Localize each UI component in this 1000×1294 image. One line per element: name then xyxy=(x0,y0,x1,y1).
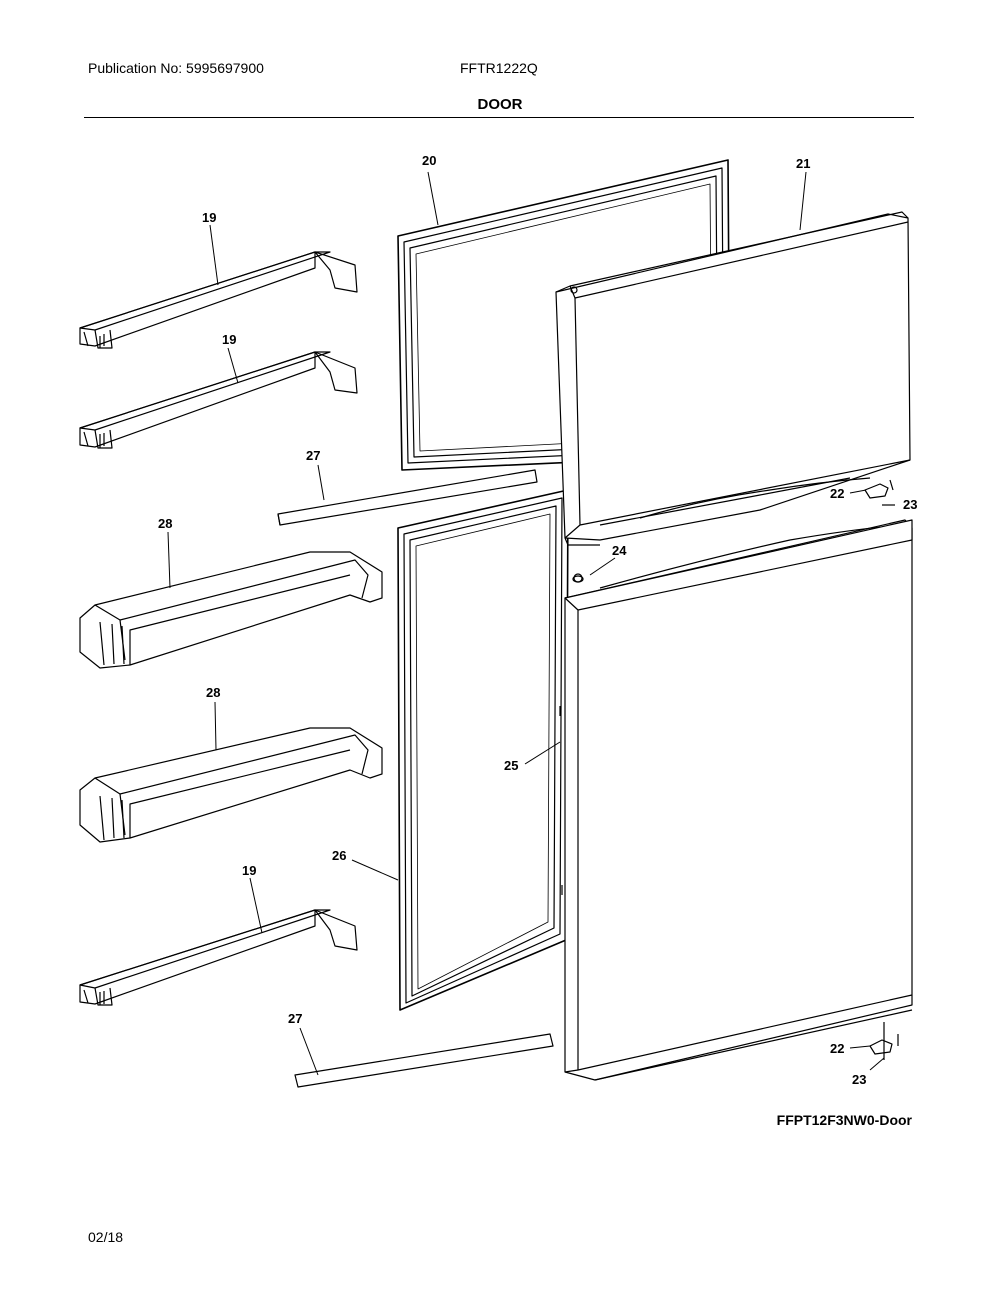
section-title: DOOR xyxy=(477,96,523,113)
door-shelf-19-middle xyxy=(79,351,358,449)
plug-24 xyxy=(572,575,584,583)
callout-22-bottom: 22 xyxy=(830,1041,844,1056)
callout-28-bottom: 28 xyxy=(206,685,220,700)
leader-lines xyxy=(167,171,885,1076)
middle-hinge-22 xyxy=(864,479,895,506)
revision-date: 02/18 xyxy=(88,1229,124,1245)
fresh-food-door-25 xyxy=(559,519,913,1081)
header-rule xyxy=(84,117,914,118)
callout-19-middle: 19 xyxy=(222,332,236,347)
callout-27-bottom: 27 xyxy=(288,1011,302,1026)
callout-22-middle: 22 xyxy=(830,486,844,501)
figure-id: FFPT12F3NW0-Door xyxy=(776,1112,912,1128)
callout-26: 26 xyxy=(332,848,346,863)
shelf-rail-27-bottom xyxy=(294,1033,554,1088)
shelf-rail-27-top xyxy=(277,469,538,526)
callout-19-bottom: 19 xyxy=(242,863,256,878)
freezer-door-21 xyxy=(555,211,911,546)
callout-labels: 20 21 19 19 27 22 23 28 24 28 25 26 19 2… xyxy=(158,153,917,1087)
callout-19-top: 19 xyxy=(202,210,216,225)
callout-27-top: 27 xyxy=(306,448,320,463)
callout-23-bottom: 23 xyxy=(852,1072,866,1087)
callout-24: 24 xyxy=(612,543,627,558)
model-number: FFTR1222Q xyxy=(460,60,538,76)
door-shelf-19-top xyxy=(79,251,358,349)
bottom-hinge-22 xyxy=(869,1022,899,1060)
callout-21: 21 xyxy=(796,156,810,171)
door-bin-28-bottom xyxy=(79,727,383,843)
callout-25: 25 xyxy=(504,758,518,773)
door-bin-28-top xyxy=(79,551,383,669)
fresh-food-door-gasket-26 xyxy=(397,489,569,1011)
callout-20: 20 xyxy=(422,153,436,168)
callout-28-top: 28 xyxy=(158,516,172,531)
door-shelf-19-bottom xyxy=(79,909,358,1006)
publication-number: Publication No: 5995697900 xyxy=(88,60,264,76)
callout-23-middle: 23 xyxy=(903,497,917,512)
